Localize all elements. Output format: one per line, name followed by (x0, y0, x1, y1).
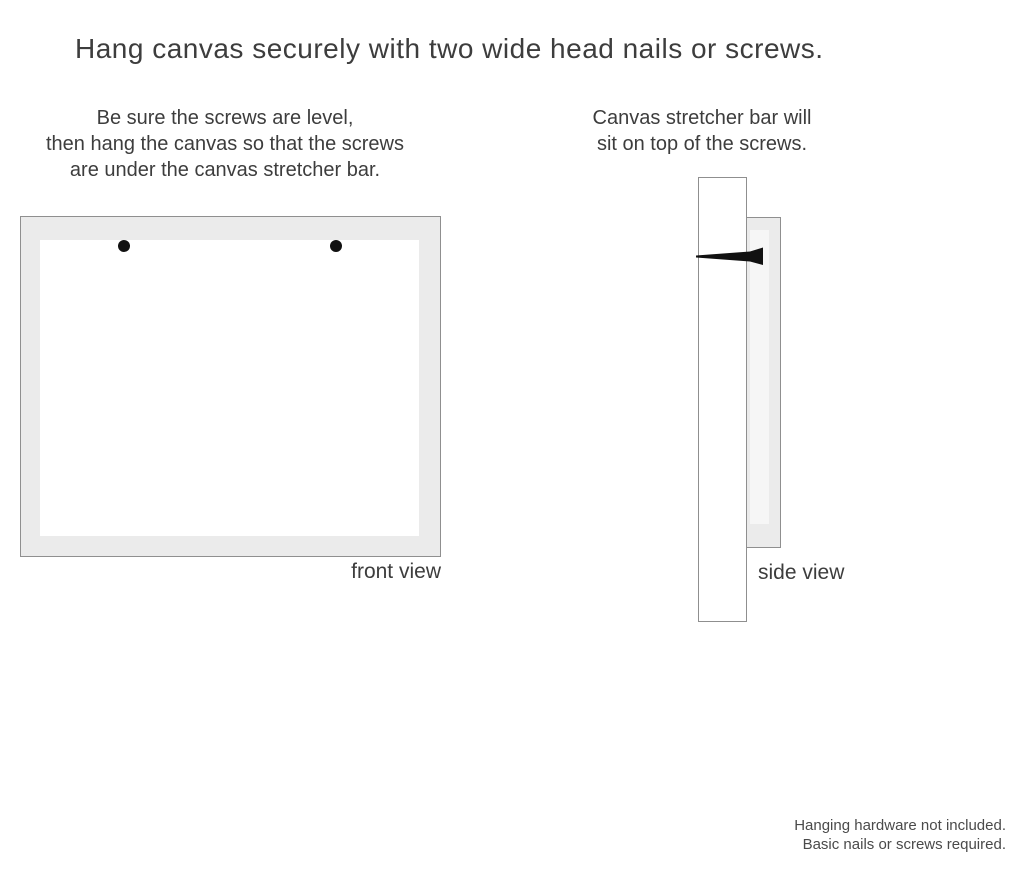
side-instruction-line-2: sit on top of the screws. (596, 133, 808, 155)
side-instruction-text: Canvas stretcher bar will sit on top of … (566, 105, 838, 157)
footer-note: Hanging hardware not included. Basic nai… (794, 816, 1006, 854)
screw-dot-left (118, 240, 130, 252)
footer-note-line-2: Basic nails or screws required. (802, 836, 1006, 853)
front-view-label: front view (351, 560, 441, 583)
canvas-side-view (746, 217, 781, 548)
screw-dot-right (330, 240, 342, 252)
front-instruction-text: Be sure the screws are level, then hang … (18, 105, 432, 183)
wall-bar-side-view (698, 177, 747, 622)
front-instruction-line-3: are under the canvas stretcher bar. (69, 159, 381, 181)
wide-head-nail-icon (696, 247, 763, 265)
canvas-front-face (40, 240, 419, 536)
side-view-label: side view (758, 561, 845, 584)
front-instruction-line-2: then hang the canvas so that the screws (46, 133, 404, 155)
front-instruction-line-1: Be sure the screws are level, (96, 107, 354, 129)
footer-note-line-1: Hanging hardware not included. (794, 817, 1006, 834)
side-instruction-line-1: Canvas stretcher bar will (592, 107, 812, 129)
page-title: Hang canvas securely with two wide head … (75, 32, 824, 64)
front-view-diagram (20, 216, 441, 557)
canvas-side-inner-face (750, 230, 769, 524)
